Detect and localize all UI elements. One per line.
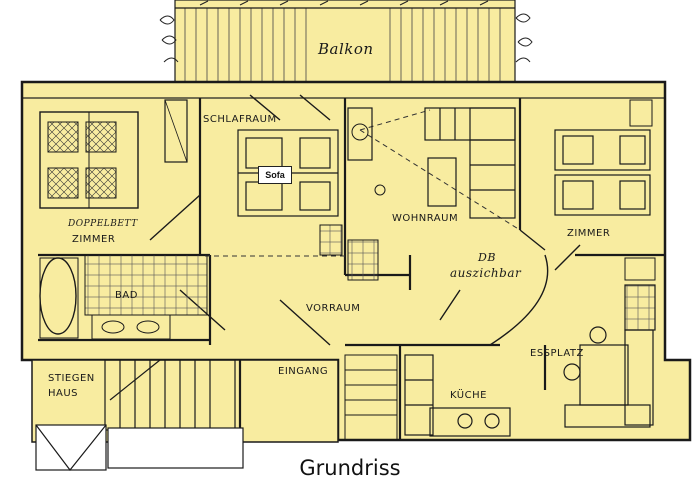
label-essplatz: ESSPLATZ [530, 348, 584, 359]
label-zimmer-left: ZIMMER [72, 234, 116, 245]
zimmer-beds [554, 129, 651, 216]
balcony-plants [159, 0, 533, 63]
schlafraum-shelf [319, 224, 343, 256]
tv-unit [347, 239, 379, 281]
label-eingang: EINGANG [278, 366, 329, 377]
page-title: Grundriss [299, 456, 401, 480]
double-bed [39, 111, 139, 209]
label-auszichbar: auszichbar [450, 266, 522, 280]
label-kueche: KÜCHE [450, 390, 487, 401]
label-zimmer-right: ZIMMER [567, 228, 611, 239]
balcony [174, 0, 516, 83]
label-bad: BAD [115, 290, 138, 301]
label-haus: HAUS [48, 388, 79, 399]
zimmer-dresser [624, 257, 656, 281]
bathroom [39, 254, 208, 340]
sofa-tag: Sofa [258, 166, 292, 184]
fireplace [347, 107, 373, 161]
label-db: DB [478, 251, 496, 264]
dining-area [563, 284, 691, 440]
corner-sofa [424, 107, 516, 219]
label-stiegen: STIEGEN [48, 373, 95, 384]
coffee-table [427, 157, 457, 207]
staircase [35, 359, 244, 471]
label-vorraum: VORRAUM [306, 303, 361, 314]
label-balkon: Balkon [318, 40, 374, 58]
entrance-stairs [344, 354, 398, 441]
label-wohnraum: WOHNRAUM [392, 213, 459, 224]
zimmer-nightstand [629, 99, 653, 127]
label-doppelbett: DOPPELBETT [68, 219, 138, 229]
wardrobe-doppelzimmer [164, 99, 188, 163]
label-schlafraum: SCHLAFRAUM [203, 114, 277, 125]
kitchen [404, 354, 511, 437]
